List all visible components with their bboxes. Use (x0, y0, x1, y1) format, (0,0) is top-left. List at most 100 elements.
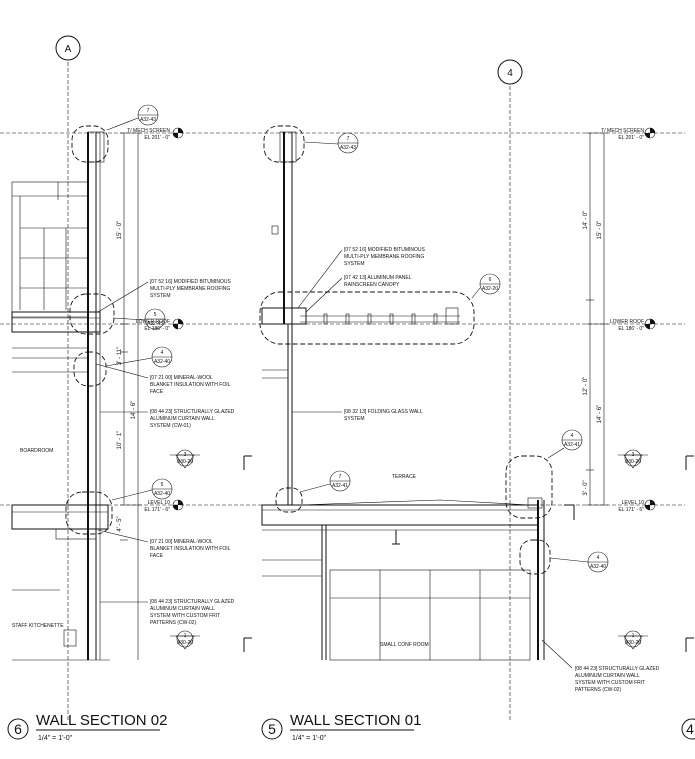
svg-text:A30-26: A30-26 (177, 640, 193, 646)
svg-text:EL 186' - 0": EL 186' - 0" (144, 326, 170, 332)
section-mark-right-lower[interactable]: 1 A30-26 (618, 630, 648, 650)
svg-text:ALUMINUM CURTAIN WALL: ALUMINUM CURTAIN WALL (150, 606, 215, 612)
svg-text:A32-43: A32-43 (340, 145, 356, 151)
svg-text:SYSTEM WITH CUSTOM FRIT: SYSTEM WITH CUSTOM FRIT (150, 613, 220, 619)
detail-cloud-mech-right (263, 125, 305, 163)
svg-text:5: 5 (161, 482, 164, 488)
svg-text:ALUMINUM CURTAIN WALL: ALUMINUM CURTAIN WALL (575, 673, 640, 679)
svg-text:PATTERNS (CW-02): PATTERNS (CW-02) (575, 687, 621, 693)
svg-text:[07 42 13] ALUMINUM PANEL: [07 42 13] ALUMINUM PANEL (344, 275, 412, 281)
svg-text:A30-26: A30-26 (625, 459, 641, 465)
detail-cloud-lower-right (519, 539, 551, 575)
wall-section-02-drawing (11, 131, 110, 661)
svg-text:[07 52 16] MODIFIED BITUMINOUS: [07 52 16] MODIFIED BITUMINOUS (344, 247, 426, 253)
level-marker-lower-roof-right: LOWER ROOF EL 186' - 0" (610, 318, 656, 332)
svg-text:6: 6 (489, 277, 492, 283)
section-mark-left-lower[interactable]: 1 A30-26 (170, 630, 200, 650)
svg-text:3: 3 (184, 452, 187, 458)
detail-cloud-mech-left (71, 125, 109, 163)
section-mark-right-upper[interactable]: 3 A30-26 (618, 449, 648, 469)
svg-text:A32-41: A32-41 (332, 483, 348, 489)
svg-text:A32-41: A32-41 (564, 442, 580, 448)
svg-text:EL 201' - 0": EL 201' - 0" (618, 135, 644, 141)
level-lines (0, 132, 685, 506)
svg-text:SYSTEM (CW-01): SYSTEM (CW-01) (150, 423, 191, 429)
callout-7-left[interactable]: 7 A32-43 (106, 104, 159, 131)
callout-4-right-upper[interactable]: 4 A32-41 (547, 429, 583, 459)
dim-right-2: 15' - 0" (597, 221, 603, 240)
title-block-wall-section-01: 5 WALL SECTION 01 1/4" = 1'-0" (261, 712, 421, 742)
svg-text:A32-40: A32-40 (590, 564, 606, 570)
level-marker-level10-right: LEVEL 10 EL 171' - 6" (618, 499, 656, 513)
svg-text:T/ MECH SCREEN: T/ MECH SCREEN (601, 128, 644, 134)
title-wall-section-01: WALL SECTION 01 (290, 712, 421, 729)
grid-label-4: 4 (507, 68, 513, 79)
svg-text:SYSTEM WITH CUSTOM FRIT: SYSTEM WITH CUSTOM FRIT (575, 680, 645, 686)
grid-marker-a: A (55, 35, 81, 720)
left-dimension-string: 15' - 0" 3' - 11" 14' - 6" 10' - 1" 4' -… (117, 132, 142, 660)
svg-text:[07 21 00] MINERAL-WOOL: [07 21 00] MINERAL-WOOL (150, 375, 213, 381)
right-dimension-string: 14' - 0" 15' - 0" 12' - 0" 14' - 6" 3' -… (583, 132, 608, 506)
svg-text:SYSTEM: SYSTEM (344, 261, 365, 267)
svg-text:A32-20: A32-20 (482, 286, 498, 292)
dim-left-5: 4' - 5" (117, 516, 123, 531)
grid-label-a: A (65, 44, 72, 55)
dim-right-3: 12' - 0" (583, 377, 589, 396)
level-marker-mech-screen-left: T/ MECH SCREEN EL 201' - 0" (127, 127, 184, 141)
dim-right-1: 14' - 0" (583, 211, 589, 230)
callout-7-mid[interactable]: 7 A32-43 (303, 132, 359, 154)
dim-left-2: 3' - 11" (117, 347, 123, 365)
callout-5-level10[interactable]: 5 A32-40 (111, 478, 173, 501)
title-scale-right: 1/4" = 1'-0" (292, 735, 327, 742)
section-mark-left-upper[interactable]: 3 A30-26 (170, 449, 200, 469)
room-staff-kitchenette: STAFF KITCHENETTE (12, 623, 64, 629)
svg-text:LEVEL 10: LEVEL 10 (148, 500, 171, 506)
svg-text:A30-26: A30-26 (177, 459, 193, 465)
level-marker-mech-screen-right: T/ MECH SCREEN EL 201' - 0" (601, 127, 656, 141)
callout-6[interactable]: 6 A32-20 (471, 273, 501, 299)
svg-text:[08 44 23] STRUCTURALLY GLAZED: [08 44 23] STRUCTURALLY GLAZED (150, 409, 235, 415)
svg-text:[07 52 16] MODIFIED BITUMINOUS: [07 52 16] MODIFIED BITUMINOUS (150, 279, 232, 285)
title-num-6: 6 (14, 721, 22, 737)
dim-left-1: 15' - 0" (117, 221, 123, 240)
callout-7-terrace[interactable]: 7 A32-41 (299, 470, 351, 493)
svg-text:A32-40: A32-40 (154, 359, 170, 365)
svg-text:SYSTEM: SYSTEM (150, 293, 171, 299)
svg-text:LEVEL 10: LEVEL 10 (622, 500, 645, 506)
svg-text:4: 4 (571, 433, 574, 439)
title-block-wall-section-02: 6 WALL SECTION 02 1/4" = 1'-0" (7, 712, 167, 742)
room-boardroom: BOARDROOM (20, 448, 53, 454)
grid-marker-4: 4 (497, 59, 523, 720)
note-panel-canopy: [07 42 13] ALUMINUM PANEL RAINSCREEN CAN… (305, 275, 412, 313)
svg-text:BLANKET INSULATION WITH FOIL: BLANKET INSULATION WITH FOIL (150, 382, 231, 388)
room-small-conf: SMALL CONF ROOM (380, 642, 429, 648)
wall-section-01-drawing (261, 131, 575, 661)
svg-text:LOWER ROOF: LOWER ROOF (610, 319, 644, 325)
svg-text:PATTERNS (CW-02): PATTERNS (CW-02) (150, 620, 196, 626)
svg-text:MULTI-PLY MEMBRANE ROOFING: MULTI-PLY MEMBRANE ROOFING (344, 254, 424, 260)
note-insulation-lower: [07 21 00] MINERAL-WOOL BLANKET INSULATI… (97, 529, 231, 559)
note-roofing-mid: [07 52 16] MODIFIED BITUMINOUS MULTI-PLY… (297, 247, 426, 309)
callout-5-lower-roof[interactable]: 5 A32-43 (112, 308, 166, 330)
svg-text:7: 7 (339, 474, 342, 480)
svg-text:EL 171' - 6": EL 171' - 6" (144, 507, 170, 513)
callout-4-right-lower[interactable]: 4 A32-40 (549, 551, 609, 573)
svg-text:7: 7 (147, 108, 150, 114)
svg-text:A32-43: A32-43 (140, 117, 156, 123)
svg-text:[07 21 00] MINERAL-WOOL: [07 21 00] MINERAL-WOOL (150, 539, 213, 545)
svg-text:SYSTEM: SYSTEM (344, 416, 365, 422)
svg-text:[08 44 23] STRUCTURALLY GLAZED: [08 44 23] STRUCTURALLY GLAZED (150, 599, 235, 605)
title-num-4: 4 (686, 721, 694, 737)
detail-cloud-terrace (275, 487, 303, 513)
svg-text:[08 44 23] STRUCTURALLY GLAZED: [08 44 23] STRUCTURALLY GLAZED (575, 666, 660, 672)
note-curtain-wall-01: [08 44 23] STRUCTURALLY GLAZED ALUMINUM … (100, 409, 235, 429)
detail-cloud-canopy (259, 291, 475, 345)
callout-4-left[interactable]: 4 A32-40 (105, 346, 173, 368)
svg-text:A32-40: A32-40 (154, 491, 170, 497)
svg-text:EL 201' - 0": EL 201' - 0" (144, 135, 170, 141)
detail-cloud-parapet (505, 455, 553, 519)
svg-text:A32-43: A32-43 (147, 321, 163, 327)
note-roofing-left: [07 52 16] MODIFIED BITUMINOUS MULTI-PLY… (97, 279, 232, 313)
title-block-edge: 4 (681, 718, 695, 740)
